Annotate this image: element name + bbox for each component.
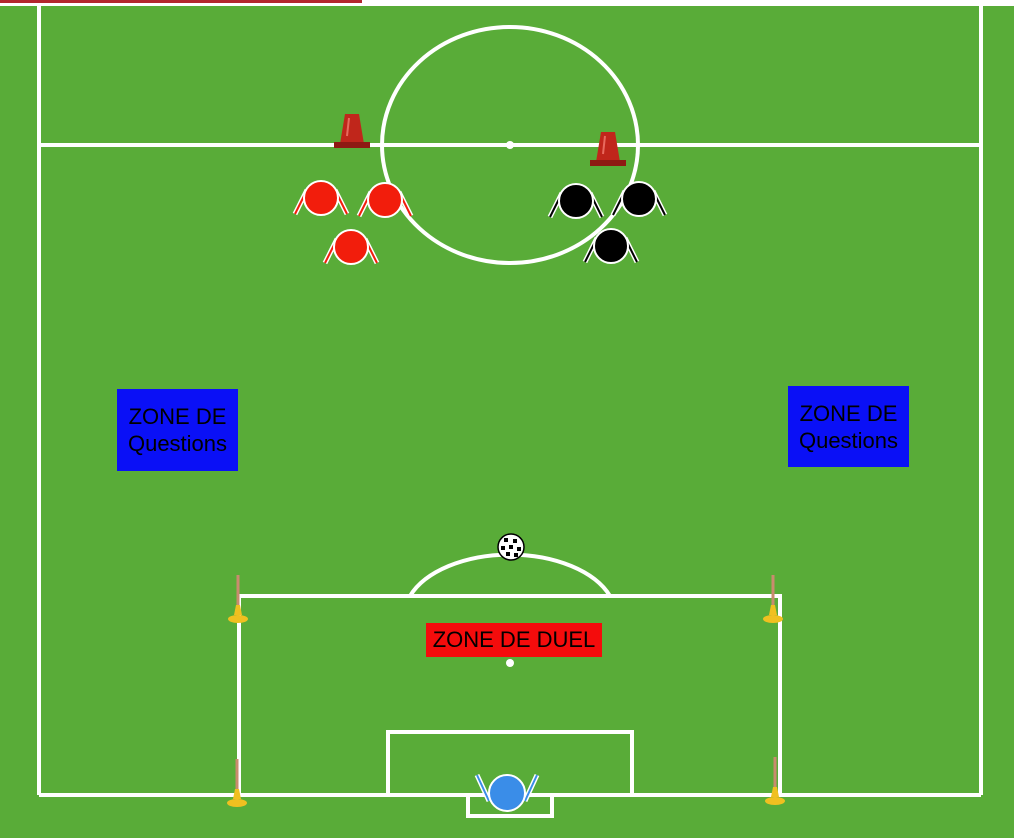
center-spot xyxy=(506,141,514,149)
question-zone-left-line1: ZONE DE xyxy=(117,403,238,430)
question-zone-right-line2: Questions xyxy=(788,427,909,454)
question-zone-left-line2: Questions xyxy=(117,430,238,457)
soccer-ball-icon xyxy=(498,534,524,560)
penalty-spot xyxy=(506,659,514,667)
duel-zone-label: ZONE DE DUEL xyxy=(426,623,602,657)
question-zone-right: ZONE DE Questions xyxy=(788,386,909,467)
question-zone-right-line1: ZONE DE xyxy=(788,400,909,427)
question-zone-left: ZONE DE Questions xyxy=(117,389,238,471)
